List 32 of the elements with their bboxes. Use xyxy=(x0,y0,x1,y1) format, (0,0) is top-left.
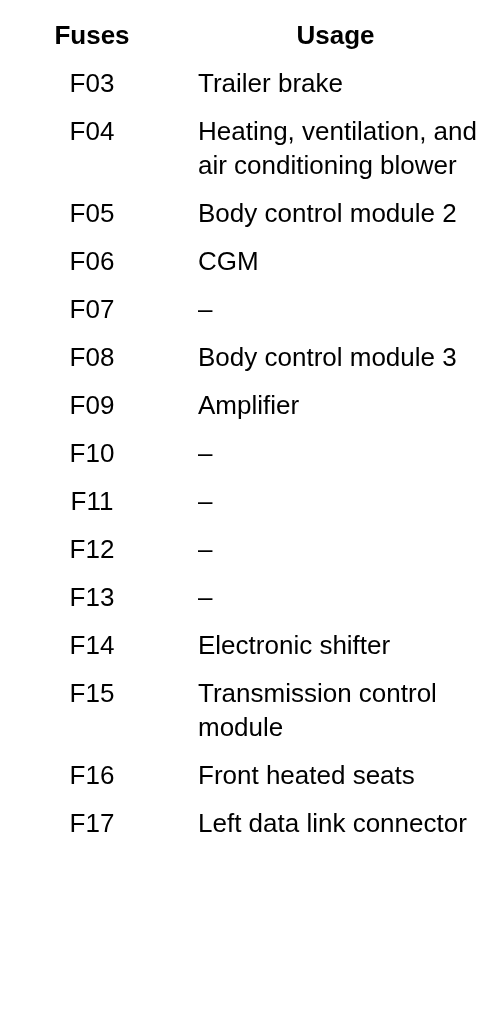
fuse-usage: Heating, ventilation, and air conditioning blower xyxy=(198,116,477,180)
fuse-number: F08 xyxy=(69,342,115,372)
fuse-number: F06 xyxy=(69,246,115,276)
fuse-number: F15 xyxy=(69,678,115,708)
fuse-number: F03 xyxy=(69,68,115,98)
fuse-usage: Amplifier xyxy=(198,390,300,420)
column-header: Fuses xyxy=(54,20,130,50)
fuse-number: F14 xyxy=(69,630,115,660)
fuse-usage: Left data link connector xyxy=(198,808,467,838)
fuse-usage: – xyxy=(198,486,213,516)
fuse-number: F07 xyxy=(69,294,115,324)
column-header: Usage xyxy=(296,20,375,50)
fuse-number: F04 xyxy=(69,116,115,146)
fuse-usage: Transmission control module xyxy=(198,678,437,742)
fuse-number: F12 xyxy=(69,534,115,564)
fuse-usage: – xyxy=(198,534,213,564)
fuse-usage: – xyxy=(198,582,213,612)
fuse-number: F16 xyxy=(69,760,115,790)
fuse-number: F13 xyxy=(69,582,115,612)
fuse-number: F17 xyxy=(69,808,115,838)
fuse-number: F05 xyxy=(69,198,115,228)
fuse-usage: Front heated seats xyxy=(198,760,415,790)
fuse-usage: CGM xyxy=(198,246,259,276)
fuse-number: F10 xyxy=(69,438,115,468)
fuse-number: F09 xyxy=(69,390,115,420)
fuse-usage: – xyxy=(198,438,213,468)
fuse-usage: Trailer brake xyxy=(198,68,343,98)
fuse-usage: Electronic shifter xyxy=(198,630,391,660)
fuse-usage: – xyxy=(198,294,213,324)
fuse-number: F11 xyxy=(70,486,114,516)
fuse-usage: Body control module 2 xyxy=(198,198,457,228)
fuse-usage: Body control module 3 xyxy=(198,342,457,372)
